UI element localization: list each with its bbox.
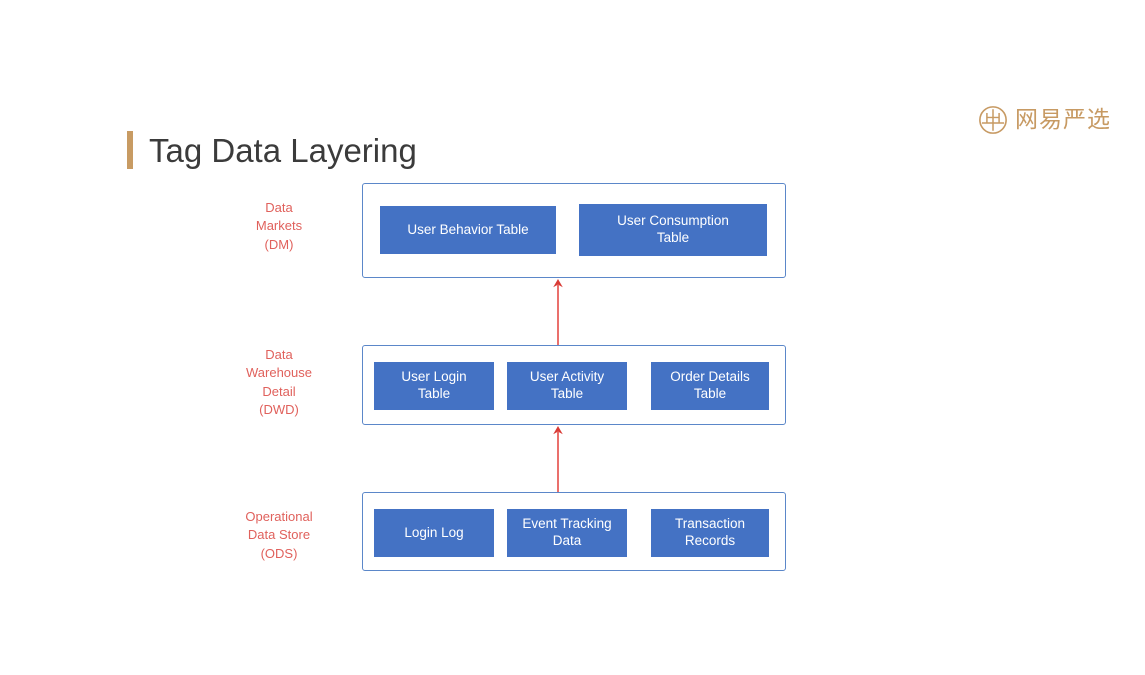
layer-label-line: Warehouse <box>246 365 312 381</box>
node-user-behavior-table[interactable]: User Behavior Table <box>380 206 556 254</box>
layer-label-line: Data <box>265 200 293 215</box>
node-label: User Behavior Table <box>407 221 529 237</box>
node-label: User Consumption Table <box>617 213 729 247</box>
node-user-consumption-table[interactable]: User Consumption Table <box>579 204 767 256</box>
layer-label-line: (DWD) <box>259 402 299 418</box>
layer-container-dwd[interactable]: User Login Table User Activity Table Ord… <box>362 345 786 425</box>
arrow-ods-to-dwd <box>548 425 568 492</box>
node-label: Transaction Records <box>675 516 745 550</box>
node-login-log[interactable]: Login Log <box>374 509 494 557</box>
layer-label-line: (DM) <box>264 236 294 252</box>
node-user-login-table[interactable]: User Login Table <box>374 362 494 410</box>
layer-label-line: Detail <box>262 383 296 399</box>
node-label: User Activity Table <box>530 369 604 403</box>
layer-label-line: Markets <box>255 218 303 234</box>
node-event-tracking-data[interactable]: Event Tracking Data <box>507 509 627 557</box>
layer-label-ods: Operational Data Store (ODS) <box>219 508 339 563</box>
node-label-line: Table <box>656 230 690 245</box>
node-label-line: User Login <box>401 369 467 385</box>
node-label-line: Data <box>552 533 582 548</box>
node-label-line: Table <box>417 386 451 401</box>
node-label-line: Transaction <box>674 516 746 532</box>
page-title-text: Tag Data Layering <box>149 131 417 169</box>
layer-label-dm: Data Markets (DM) <box>219 199 339 254</box>
layer-label-line: Operational <box>245 509 313 524</box>
page-title: Tag Data Layering <box>127 131 417 169</box>
title-accent-bar <box>127 131 133 169</box>
brand-logo: 网易严选 <box>978 105 1111 135</box>
node-label-line: Event Tracking <box>522 516 612 532</box>
layer-label-line: (ODS) <box>260 545 298 561</box>
brand-name: 网易严选 <box>1015 106 1111 133</box>
layer-container-dm[interactable]: User Behavior Table User Consumption Tab… <box>362 183 786 278</box>
node-label: Order Details Table <box>670 369 750 403</box>
node-label-line: Table <box>693 386 727 401</box>
arrow-dwd-to-dm <box>548 278 568 345</box>
netease-yanxuan-circle-emblem-icon <box>979 106 1007 134</box>
node-label-line: Table <box>550 386 584 401</box>
layer-label-dwd: Data Warehouse Detail (DWD) <box>219 346 339 420</box>
layer-label-line: Data <box>265 347 293 362</box>
layer-container-ods[interactable]: Login Log Event Tracking Data Transactio… <box>362 492 786 571</box>
node-label: User Login Table <box>401 369 466 403</box>
layer-label-line: Data Store <box>247 527 311 543</box>
node-user-activity-table[interactable]: User Activity Table <box>507 362 627 410</box>
node-label: Login Log <box>404 524 464 540</box>
node-label-line: User Activity <box>529 369 605 385</box>
node-label-line: Records <box>684 533 736 548</box>
node-label-line: Order Details <box>670 369 750 385</box>
node-transaction-records[interactable]: Transaction Records <box>651 509 769 557</box>
node-label-line: User Consumption <box>617 213 729 229</box>
node-order-details-table[interactable]: Order Details Table <box>651 362 769 410</box>
node-label: Event Tracking Data <box>522 516 611 550</box>
